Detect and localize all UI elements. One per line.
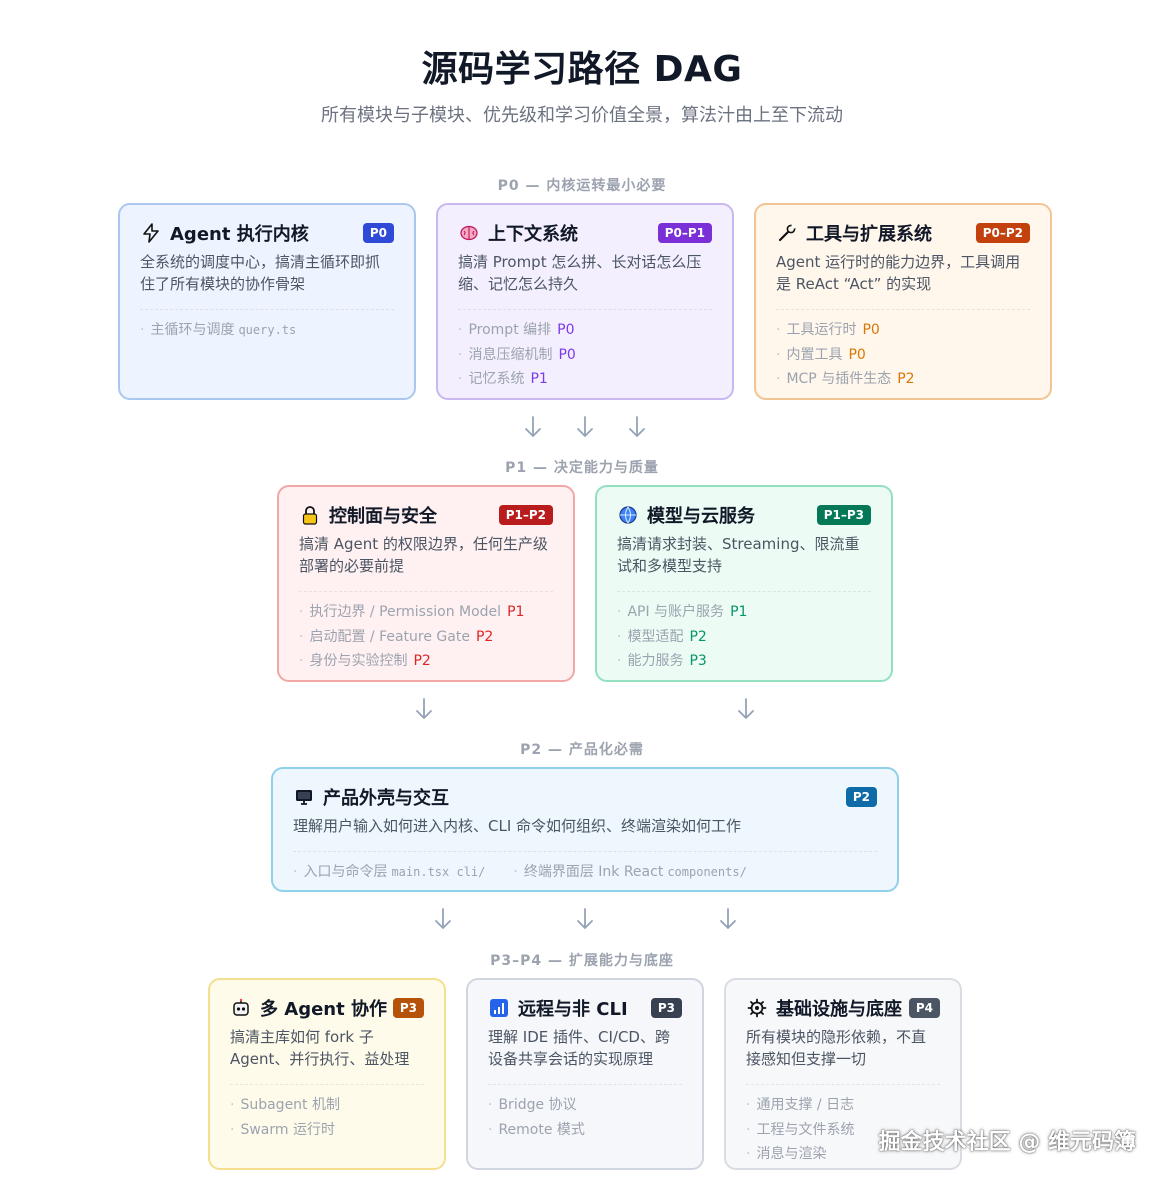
divider [746, 1084, 940, 1085]
divider [617, 591, 871, 592]
card-product-shell[interactable]: 产品外壳与交互 P2 理解用户输入如何进入内核、CLI 命令如何组织、终端渲染如… [271, 767, 899, 892]
card-description: 搞清 Prompt 怎么拼、长对话怎么压缩、记忆怎么持久 [458, 253, 702, 293]
card-title: Agent 执行内核 [170, 224, 309, 245]
card-title: 模型与云服务 [647, 506, 755, 527]
globe-icon [617, 504, 639, 526]
card-control-security[interactable]: 控制面与安全 P1–P2 搞清 Agent 的权限边界，任何生产级部署的必要前提… [277, 485, 575, 682]
tier-label-p0: P0 — 内核运转最小必要 [497, 178, 667, 194]
wrench-icon [776, 222, 798, 244]
down-arrow-icon [523, 415, 543, 439]
divider [230, 1084, 424, 1085]
down-arrow-icon [414, 697, 434, 721]
card-title: 控制面与安全 [329, 506, 437, 527]
priority-badge: P0 [362, 223, 394, 243]
priority-badge: P3 [650, 998, 682, 1018]
card-title: 工具与扩展系统 [806, 224, 932, 245]
priority-badge: P1–P2 [498, 505, 553, 525]
card-agent-core[interactable]: Agent 执行内核 P0 全系统的调度中心，搞清主循环即抓住了所有模块的协作骨… [118, 203, 416, 400]
divider [458, 309, 712, 310]
divider [488, 1084, 682, 1085]
card-multi-agent[interactable]: 多 Agent 协作 P3 搞清主库如何 fork 子 Agent、并行执行、益… [208, 978, 446, 1170]
card-description: 搞清请求封装、Streaming、限流重试和多模型支持 [617, 535, 860, 575]
divider [293, 851, 877, 852]
card-description: 搞清 Agent 的权限边界，任何生产级部署的必要前提 [299, 535, 548, 575]
card-title: 远程与非 CLI [518, 999, 628, 1020]
card-model-cloud[interactable]: 模型与云服务 P1–P3 搞清请求封装、Streaming、限流重试和多模型支持… [595, 485, 893, 682]
card-title: 上下文系统 [488, 224, 578, 245]
priority-badge: P0–P1 [657, 223, 712, 243]
card-description: Agent 运行时的能力边界，工具调用是 ReAct “Act” 的实现 [776, 253, 1021, 293]
card-description: 所有模块的隐形依赖，不直接感知但支撑一切 [746, 1028, 927, 1068]
card-title: 产品外壳与交互 [323, 788, 449, 809]
card-remote-non-cli[interactable]: 远程与非 CLI P3 理解 IDE 插件、CI/CD、跨设备共享会话的实现原理… [466, 978, 704, 1170]
gear-icon [746, 997, 768, 1019]
monitor-icon [293, 786, 315, 808]
card-description: 理解用户输入如何进入内核、CLI 命令如何组织、终端渲染如何工作 [293, 817, 742, 835]
page-title: 源码学习路径 DAG [421, 49, 743, 90]
card-context-system[interactable]: 上下文系统 P0–P1 搞清 Prompt 怎么拼、长对话怎么压缩、记忆怎么持久… [436, 203, 734, 400]
list-item: ·通用支撑 / 日志 [746, 1097, 855, 1113]
lock-icon [299, 504, 321, 526]
priority-badge: P1–P3 [816, 505, 871, 525]
card-infrastructure[interactable]: 基础设施与底座 P4 所有模块的隐形依赖，不直接感知但支撑一切 ·通用支撑 / … [724, 978, 962, 1170]
list-item: ·消息与渲染 [746, 1146, 827, 1162]
card-title: 基础设施与底座 [776, 999, 902, 1020]
divider [140, 309, 394, 310]
down-arrow-icon [575, 415, 595, 439]
down-arrow-icon [433, 907, 453, 931]
divider [299, 591, 553, 592]
watermark: 掘金技术社区 @ 维元码簿 [878, 1130, 1136, 1155]
brain-icon [458, 222, 480, 244]
tier-label-p3-p4: P3–P4 — 扩展能力与底座 [490, 953, 674, 969]
robot-icon [230, 997, 252, 1019]
priority-badge: P4 [908, 998, 940, 1018]
priority-badge: P3 [392, 998, 424, 1018]
divider [776, 309, 1030, 310]
priority-badge: P2 [845, 787, 877, 807]
down-arrow-icon [627, 415, 647, 439]
page-subtitle: 所有模块与子模块、优先级和学习价值全景，算法汁由上至下流动 [321, 105, 843, 126]
card-description: 理解 IDE 插件、CI/CD、跨设备共享会话的实现原理 [488, 1028, 670, 1068]
card-description: 全系统的调度中心，搞清主循环即抓住了所有模块的协作骨架 [140, 253, 381, 293]
list-item: ·工程与文件系统 [746, 1121, 855, 1138]
list-item: ·Remote 模式 [488, 1121, 585, 1138]
tier-label-p1: P1 — 决定能力与质量 [505, 460, 659, 476]
down-arrow-icon [575, 907, 595, 931]
priority-badge: P0–P2 [975, 223, 1030, 243]
list-item: ·Bridge 协议 [488, 1097, 577, 1113]
card-title: 多 Agent 协作 [260, 999, 387, 1020]
down-arrow-icon [736, 697, 756, 721]
down-arrow-icon [718, 907, 738, 931]
tier-label-p2: P2 — 产品化必需 [520, 742, 644, 758]
list-item: ·Swarm 运行时 [230, 1121, 335, 1138]
signal-icon [488, 997, 510, 1019]
list-item: ·Subagent 机制 [230, 1097, 340, 1113]
card-description: 搞清主库如何 fork 子 Agent、并行执行、益处理 [230, 1028, 410, 1068]
lightning-icon [140, 222, 162, 244]
card-tools-extension[interactable]: 工具与扩展系统 P0–P2 Agent 运行时的能力边界，工具调用是 ReAct… [754, 203, 1052, 400]
